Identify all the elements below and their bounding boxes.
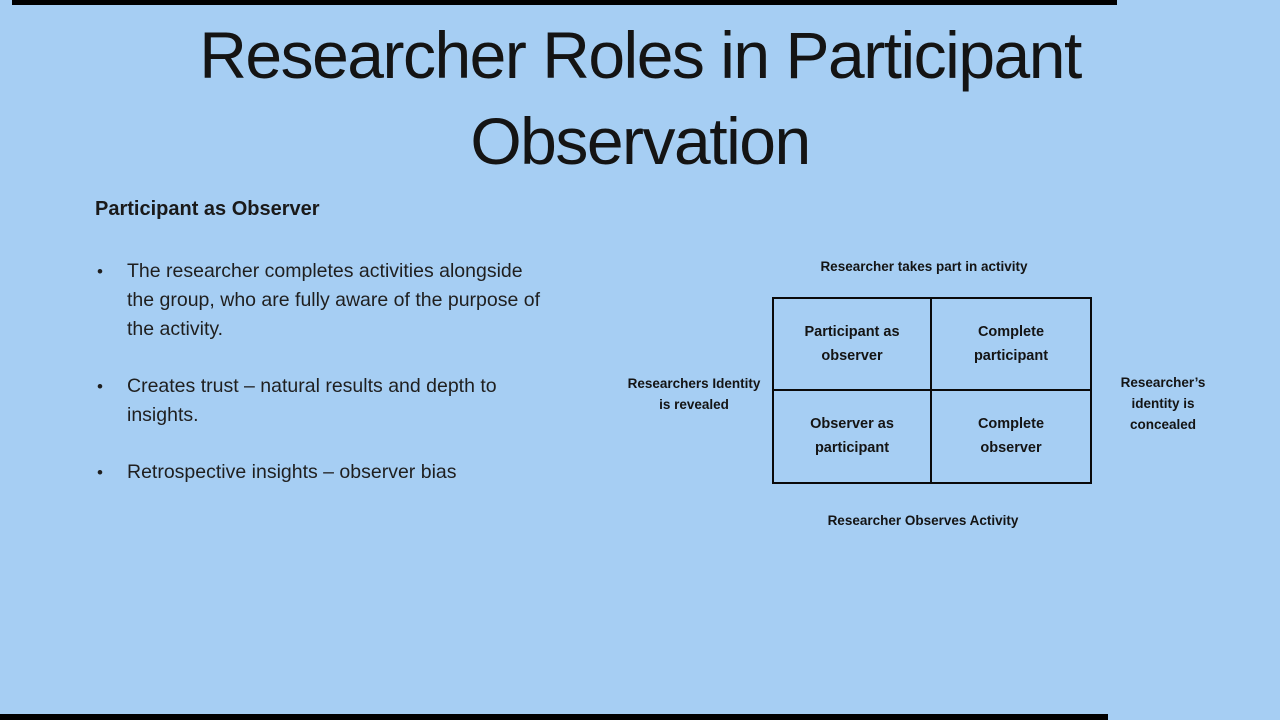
axis-label-left: Researchers Identity is revealed [604, 373, 784, 415]
bullet-item: • The researcher completes activities al… [95, 257, 555, 344]
bullet-text: Creates trust – natural results and dept… [127, 375, 497, 426]
quadrant-cell-label: Complete participant [973, 323, 1049, 364]
bullet-item: • Retrospective insights – observer bias [95, 458, 555, 487]
bullet-marker: • [97, 463, 103, 482]
quadrant-cell-label: Observer as participant [810, 416, 894, 457]
letterbox-artifact-top [12, 0, 1117, 5]
axis-label-right: Researcher’s identity is concealed [1073, 372, 1253, 435]
bullet-marker: • [97, 377, 103, 396]
bullet-list: • The researcher completes activities al… [95, 257, 555, 487]
axis-label-right-line1: Researcher’s [1120, 375, 1206, 390]
quadrant-cell-observer-as-participant: Observer as participant [774, 390, 932, 482]
quadrant-cell-complete-participant: Complete participant [932, 299, 1090, 391]
bullet-item: • Creates trust – natural results and de… [95, 372, 555, 430]
bullet-text: The researcher completes activities alon… [127, 260, 541, 340]
quadrant-cell-participant-as-observer: Participant as observer [774, 299, 932, 391]
quadrant-cell-label: Participant as observer [804, 323, 900, 364]
axis-label-left-line2: is revealed [659, 397, 729, 412]
axis-label-right-line3: concealed [1129, 417, 1197, 432]
page-title: Researcher Roles in Participant Observat… [0, 12, 1280, 184]
quadrant-cell-label: Complete observer [977, 416, 1045, 457]
quadrant-cell-complete-observer: Complete observer [932, 391, 1090, 483]
body-text-block: Participant as Observer • The researcher… [95, 197, 555, 515]
page-title-line1: Researcher Roles in Participant [199, 18, 1082, 92]
section-heading: Participant as Observer [95, 198, 320, 220]
letterbox-artifact-bottom [0, 714, 1108, 720]
page-title-line2: Observation [470, 104, 811, 178]
bullet-marker: • [97, 262, 103, 281]
quadrant-grid: Participant as observer Complete partici… [772, 297, 1092, 484]
axis-label-left-line1: Researchers Identity [627, 376, 761, 391]
bullet-text: Retrospective insights – observer bias [127, 461, 457, 483]
axis-label-bottom: Researcher Observes Activity [827, 513, 1019, 528]
axis-label-top: Researcher takes part in activity [820, 259, 1028, 274]
axis-label-right-line2: identity is [1131, 396, 1195, 411]
